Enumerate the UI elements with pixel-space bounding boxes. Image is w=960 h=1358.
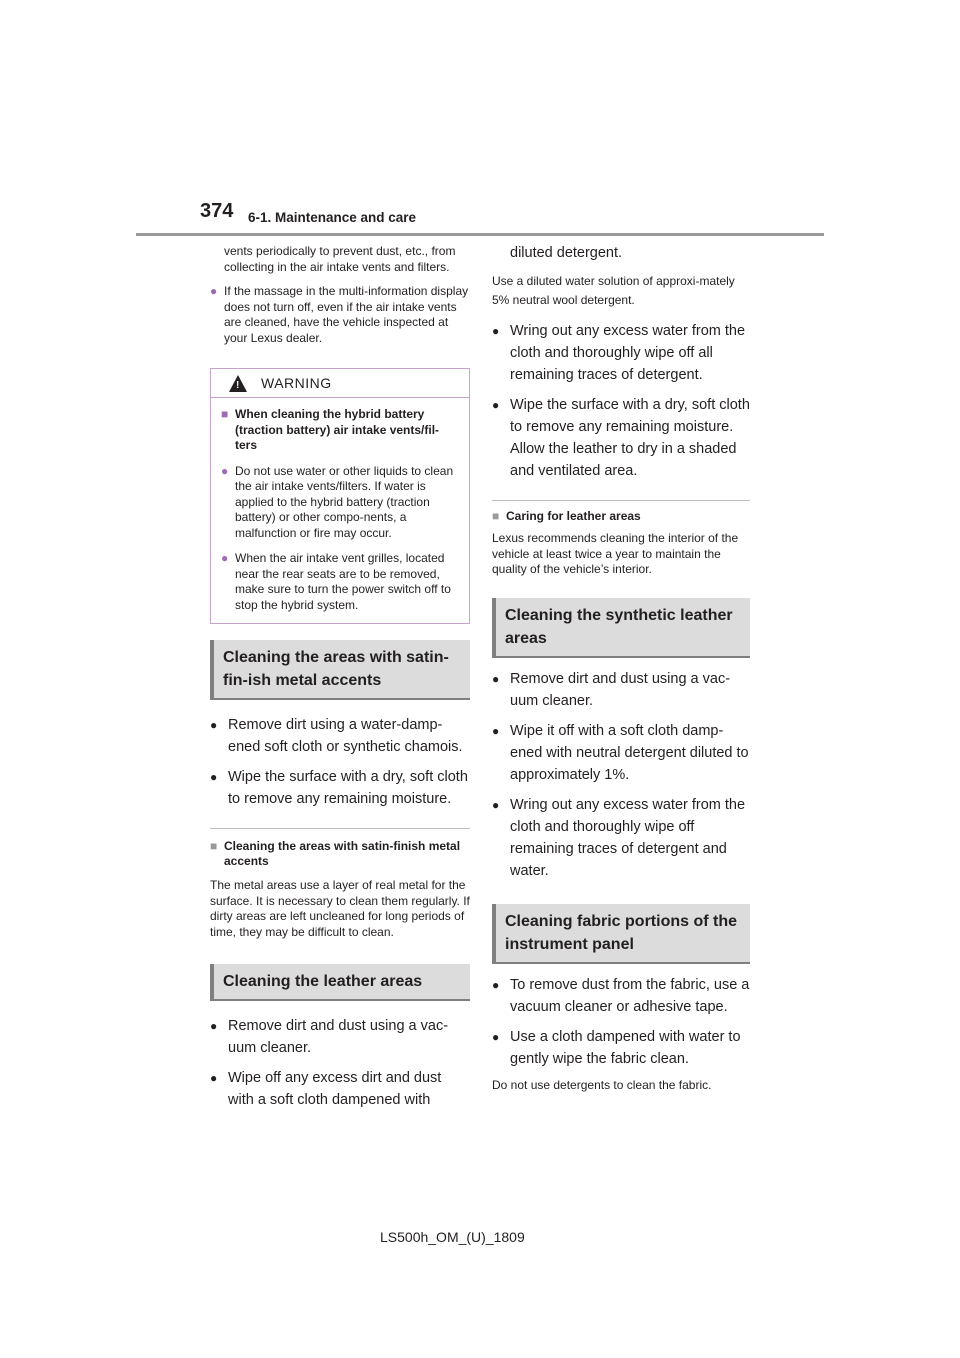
document-id: LS500h_OM_(U)_1809	[380, 1229, 525, 1245]
leather-continuation-text: diluted detergent.	[510, 245, 623, 261]
warning-item: ● Do not use water or other liquids to c…	[221, 464, 459, 542]
square-bullet-icon: ■	[492, 509, 500, 523]
bullet-icon: ●	[492, 797, 500, 812]
bullet-dot-icon: ●	[221, 551, 229, 565]
bullet-icon: ●	[492, 671, 500, 686]
sub-heading-text: Caring for leather areas	[506, 509, 641, 523]
list-item-text: Wring out any excess water from the clot…	[510, 323, 746, 383]
fabric-note: Do not use detergents to clean the fabri…	[492, 1077, 712, 1092]
bullet-icon: ●	[492, 398, 500, 412]
list-item: ● Remove dirt and dust using a vac-uum c…	[492, 668, 750, 712]
list-item: ● Wring out any excess water from the cl…	[492, 320, 750, 386]
list-item: ● Remove dirt and dust using a vac-uum c…	[210, 1015, 470, 1059]
warning-box: ! WARNING ■ When cleaning the hybrid bat…	[210, 368, 470, 624]
warning-triangle-icon	[229, 375, 247, 392]
bullet-icon: ●	[210, 1071, 218, 1085]
left-column: vents periodically to prevent dust, etc.…	[210, 240, 470, 1111]
synthetic-heading: Cleaning the synthetic leather areas	[492, 597, 750, 658]
list-item-text: Use a cloth dampened with water to gentl…	[510, 1028, 741, 1067]
list-item: ● Remove dirt using a water-damp-ened so…	[210, 714, 470, 758]
section-divider	[210, 828, 470, 829]
list-item-text: Wring out any excess water from the clot…	[510, 796, 746, 879]
note-continuation: vents periodically to prevent dust, etc.…	[224, 244, 456, 274]
warning-heading-text: When cleaning the hybrid battery (tracti…	[235, 407, 440, 452]
warning-body: ■ When cleaning the hybrid battery (trac…	[211, 398, 469, 623]
right-column: diluted detergent. Use a diluted water s…	[492, 240, 750, 1093]
warning-item-text: Do not use water or other liquids to cle…	[235, 463, 454, 540]
leather-note: Use a diluted water solution of approxi-…	[492, 274, 735, 307]
sub-text: Lexus recommends cleaning the interior o…	[492, 531, 739, 576]
note-bullet-text: If the massage in the multi-information …	[224, 284, 469, 345]
list-item-text: Wipe the surface with a dry, soft cloth …	[228, 769, 468, 807]
square-bullet-icon: ■	[221, 407, 229, 421]
bullet-icon: ●	[492, 324, 500, 338]
list-item-text: Wipe off any excess dirt and dust with a…	[228, 1070, 442, 1108]
list-item: ● Wipe the surface with a dry, soft clot…	[210, 766, 470, 810]
sub-heading-text: Cleaning the areas with satin-finish met…	[224, 839, 461, 868]
leather-continuation: diluted detergent.	[492, 242, 750, 264]
warning-header: ! WARNING	[211, 369, 469, 398]
bullet-icon: ●	[492, 977, 500, 992]
section-title: 6-1. Maintenance and care	[248, 210, 417, 225]
list-item-text: Remove dirt and dust using a vac-uum cle…	[510, 670, 731, 709]
list-item: ● Wring out any excess water from the cl…	[492, 794, 750, 882]
list-item: ● To remove dust from the fabric, use a …	[492, 974, 750, 1018]
bullet-icon: ●	[492, 723, 500, 738]
list-item-text: Remove dirt and dust using a vac-uum cle…	[228, 1018, 449, 1056]
section-divider	[492, 500, 750, 501]
list-item: ● Wipe off any excess dirt and dust with…	[210, 1067, 470, 1111]
bullet-dot-icon: ●	[210, 284, 218, 298]
fabric-heading: Cleaning fabric portions of the instrume…	[492, 903, 750, 964]
satin-heading: Cleaning the areas with satin-fin-ish me…	[210, 640, 470, 700]
bullet-icon: ●	[210, 1019, 218, 1033]
list-item: ● Wipe it off with a soft cloth damp-ene…	[492, 720, 750, 786]
sub-heading: ■ Caring for leather areas	[492, 509, 750, 524]
list-item-text: Remove dirt using a water-damp-ened soft…	[228, 717, 463, 755]
list-item-text: Wipe it off with a soft cloth damp-ened …	[510, 722, 749, 783]
page-number: 374	[200, 200, 234, 222]
note-bullet: ● If the massage in the multi-informatio…	[210, 284, 470, 346]
list-item-text: To remove dust from the fabric, use a va…	[510, 976, 750, 1015]
warning-label: WARNING	[261, 375, 332, 391]
bullet-icon: ●	[492, 1029, 500, 1044]
square-bullet-icon: ■	[210, 839, 218, 853]
bullet-dot-icon: ●	[221, 463, 229, 478]
bullet-icon: ●	[210, 718, 218, 732]
warning-item-text: When the air intake vent grilles, locate…	[235, 551, 451, 612]
header-rule	[136, 233, 824, 236]
sub-text: The metal areas use a layer of real meta…	[210, 878, 470, 939]
exclamation-icon: !	[236, 380, 240, 391]
warning-heading: ■ When cleaning the hybrid battery (trac…	[221, 407, 459, 454]
bullet-icon: ●	[210, 770, 218, 784]
sub-heading: ■ Cleaning the areas with satin-finish m…	[210, 839, 470, 869]
warning-item: ● When the air intake vent grilles, loca…	[221, 551, 459, 613]
list-item-text: Wipe the surface with a dry, soft cloth …	[510, 397, 750, 479]
list-item: ● Wipe the surface with a dry, soft clot…	[492, 394, 750, 482]
leather-heading: Cleaning the leather areas	[210, 964, 470, 1001]
list-item: ● Use a cloth dampened with water to gen…	[492, 1026, 750, 1070]
